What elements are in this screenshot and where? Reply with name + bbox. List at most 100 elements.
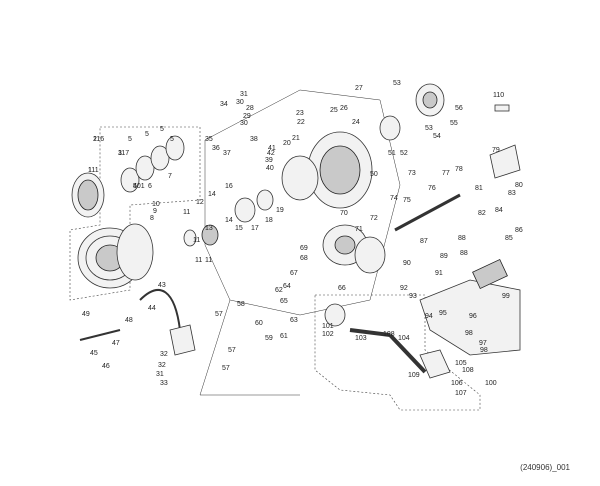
callout-59: 59 bbox=[265, 335, 273, 342]
callout-11: 11 bbox=[205, 257, 212, 264]
callout-40: 40 bbox=[266, 165, 274, 172]
callout-94: 94 bbox=[425, 313, 433, 320]
callout-99: 99 bbox=[502, 293, 510, 300]
callout-60: 60 bbox=[255, 320, 263, 327]
callout-29: 29 bbox=[243, 113, 251, 120]
callout-88: 88 bbox=[458, 235, 466, 242]
callout-75: 75 bbox=[403, 197, 411, 204]
callout-84: 84 bbox=[495, 207, 503, 214]
callout-88: 88 bbox=[460, 250, 468, 257]
callout-49: 49 bbox=[82, 311, 90, 318]
callout-3: 3 bbox=[118, 150, 122, 157]
main-gear bbox=[322, 224, 386, 274]
callout-32: 32 bbox=[158, 362, 166, 369]
main-shaft bbox=[394, 193, 461, 232]
callout-501: 501 bbox=[133, 183, 145, 190]
callout-74: 74 bbox=[390, 195, 398, 202]
drag-washers bbox=[120, 135, 185, 193]
callout-43: 43 bbox=[158, 282, 166, 289]
callout-98: 98 bbox=[465, 330, 473, 337]
callout-1: 1 bbox=[88, 167, 92, 174]
callout-82: 82 bbox=[478, 210, 486, 217]
callout-57: 57 bbox=[215, 311, 223, 318]
callout-89: 89 bbox=[440, 253, 448, 260]
callout-23: 23 bbox=[296, 110, 304, 117]
callout-73: 73 bbox=[408, 170, 416, 177]
callout-54: 54 bbox=[433, 133, 441, 140]
callout-33: 33 bbox=[160, 380, 168, 387]
handle-group-box bbox=[314, 294, 481, 411]
callout-41: 41 bbox=[268, 145, 276, 152]
callout-34: 34 bbox=[220, 101, 228, 108]
callout-37: 37 bbox=[223, 150, 231, 157]
callout-15: 15 bbox=[235, 225, 243, 232]
handle bbox=[324, 303, 451, 379]
callout-83: 83 bbox=[508, 190, 516, 197]
reel-foot bbox=[419, 258, 521, 356]
callout-25: 25 bbox=[330, 107, 338, 114]
callout-87: 87 bbox=[420, 238, 428, 245]
callout-100: 100 bbox=[485, 380, 497, 387]
callout-27: 27 bbox=[355, 85, 363, 92]
callout-57: 57 bbox=[222, 365, 230, 372]
callout-69: 69 bbox=[300, 245, 308, 252]
callout-93: 93 bbox=[409, 293, 417, 300]
callout-53: 53 bbox=[425, 125, 433, 132]
callout-16: 16 bbox=[225, 183, 233, 190]
pinion-gear bbox=[183, 189, 274, 247]
callout-4: 4 bbox=[133, 183, 137, 190]
callout-7: 7 bbox=[168, 173, 172, 180]
callout-63: 63 bbox=[290, 317, 298, 324]
callout-67: 67 bbox=[290, 270, 298, 277]
callout-106: 106 bbox=[451, 380, 463, 387]
callout-22: 22 bbox=[297, 119, 305, 126]
callout-97: 97 bbox=[479, 340, 487, 347]
callout-64: 64 bbox=[283, 283, 291, 290]
callout-57: 57 bbox=[228, 347, 236, 354]
callout-38: 38 bbox=[250, 136, 258, 143]
callout-45: 45 bbox=[90, 350, 98, 357]
line-roller bbox=[379, 83, 445, 141]
callout-35: 35 bbox=[205, 136, 213, 143]
callout-24: 24 bbox=[352, 119, 360, 126]
callout-78: 78 bbox=[455, 166, 463, 173]
bail-arm-parts bbox=[79, 289, 196, 356]
callout-58: 58 bbox=[237, 301, 245, 308]
body-outline bbox=[204, 89, 401, 316]
callout-68: 68 bbox=[300, 255, 308, 262]
callout-79: 79 bbox=[492, 147, 500, 154]
callout-95: 95 bbox=[439, 310, 447, 317]
callout-9: 9 bbox=[153, 208, 157, 215]
callout-5: 5 bbox=[145, 131, 149, 138]
callout-53: 53 bbox=[393, 80, 401, 87]
callout-109: 109 bbox=[408, 372, 420, 379]
callout-12: 12 bbox=[196, 199, 204, 206]
callout-11: 11 bbox=[193, 237, 200, 244]
callout-76: 76 bbox=[428, 185, 436, 192]
callout-30: 30 bbox=[236, 99, 244, 106]
callout-2: 2 bbox=[93, 136, 97, 143]
callout-39: 39 bbox=[265, 157, 273, 164]
callout-108: 108 bbox=[462, 367, 474, 374]
callout-5: 5 bbox=[160, 126, 164, 133]
diagram-code: (240906)_001 bbox=[520, 463, 570, 472]
callout-86: 86 bbox=[515, 227, 523, 234]
callout-19: 19 bbox=[276, 207, 284, 214]
callout-96: 96 bbox=[469, 313, 477, 320]
callout-20: 20 bbox=[283, 140, 291, 147]
callout-117: 117 bbox=[118, 150, 129, 157]
callout-51: 51 bbox=[388, 150, 396, 157]
callout-8: 8 bbox=[150, 215, 154, 222]
callout-105: 105 bbox=[455, 360, 467, 367]
callout-52: 52 bbox=[400, 150, 408, 157]
callout-107: 107 bbox=[455, 390, 467, 397]
callout-92: 92 bbox=[400, 285, 408, 292]
callout-91: 91 bbox=[435, 270, 443, 277]
callout-13: 13 bbox=[205, 225, 213, 232]
rear-cover bbox=[489, 104, 521, 179]
callout-14: 14 bbox=[208, 191, 216, 198]
callout-26: 26 bbox=[340, 105, 348, 112]
callout-80: 80 bbox=[515, 182, 523, 189]
callout-30: 30 bbox=[240, 120, 248, 127]
